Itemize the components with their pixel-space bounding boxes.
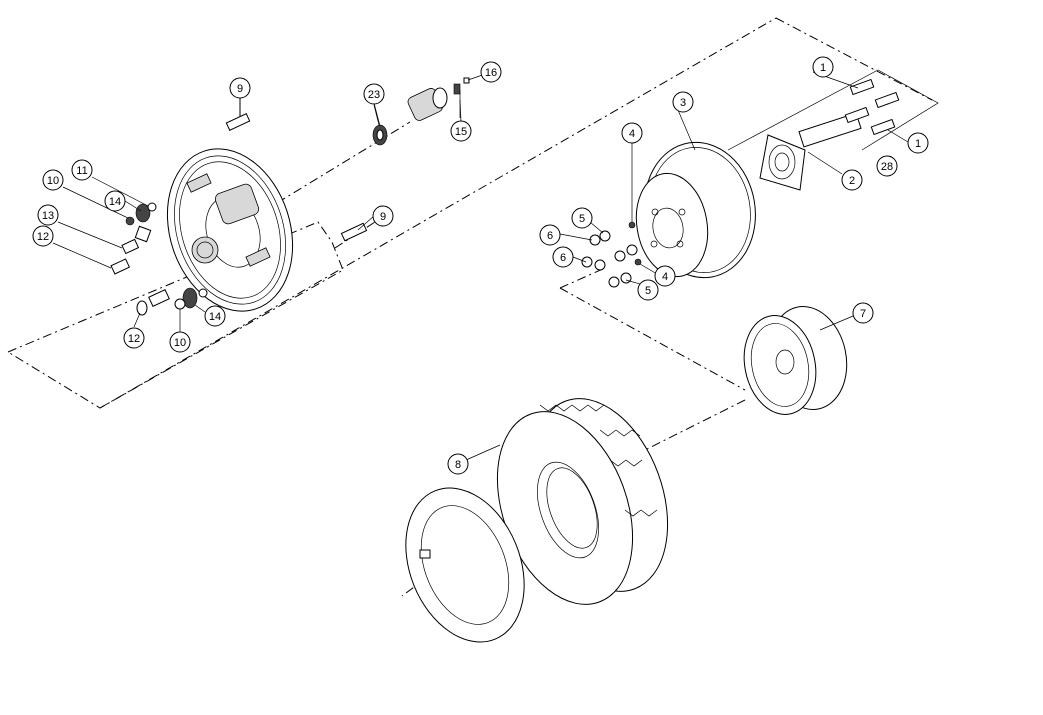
callout-label: 13 — [42, 210, 54, 222]
callout-2: 2 — [841, 169, 863, 191]
callout-9: 9 — [229, 77, 251, 99]
callout-8: 8 — [447, 453, 469, 475]
wheel-studs-1 — [844, 78, 900, 136]
callout-15: 15 — [450, 120, 472, 142]
nuts-washers — [581, 221, 642, 288]
callout-circle — [169, 331, 191, 353]
callout-label: 1 — [915, 138, 921, 150]
callout-5: 5 — [571, 207, 593, 229]
callout-label: 6 — [560, 252, 566, 264]
callout-1: 1 — [812, 56, 834, 78]
callout-label: 5 — [579, 213, 585, 225]
brake-drum-3 — [635, 141, 756, 279]
callout-6: 6 — [539, 224, 561, 246]
callout-label: 28 — [881, 161, 893, 173]
callout-circle — [37, 204, 59, 226]
callout-circle — [32, 225, 54, 247]
callout-label: 10 — [174, 337, 186, 349]
callout-label: 9 — [237, 83, 243, 95]
callout-label: 6 — [547, 230, 553, 242]
small-parts-left — [110, 202, 208, 316]
brake-backing-plate — [166, 148, 294, 312]
assembly-outline-axle — [559, 267, 746, 391]
callout-label: 15 — [455, 126, 467, 138]
callout-10: 10 — [42, 169, 64, 191]
callout-label: 10 — [47, 175, 59, 187]
callout-label: 1 — [820, 62, 826, 74]
callout-13: 13 — [37, 204, 59, 226]
callout-5: 5 — [637, 279, 659, 301]
group-bracket-axle-studs — [727, 69, 939, 151]
callout-label: 14 — [109, 196, 121, 208]
callout-circle — [539, 224, 561, 246]
callout-4: 4 — [654, 265, 676, 287]
callout-label: 4 — [629, 128, 635, 140]
callout-14: 14 — [104, 190, 126, 212]
callout-circle — [876, 155, 898, 177]
callout-circle — [372, 205, 394, 227]
callout-10: 10 — [169, 331, 191, 353]
callout-circle — [812, 56, 834, 78]
callout-circle — [552, 246, 574, 268]
callout-label: 3 — [680, 97, 686, 109]
callout-14: 14 — [204, 305, 226, 327]
callout-7: 7 — [852, 302, 874, 324]
callout-circle — [104, 190, 126, 212]
callout-16: 16 — [480, 61, 502, 83]
callout-circle — [480, 61, 502, 83]
tire-8 — [496, 398, 669, 605]
axle-flange-2 — [759, 112, 862, 191]
callout-circle — [654, 265, 676, 287]
callout-circle — [672, 91, 694, 113]
callout-3: 3 — [672, 91, 694, 113]
callout-circle — [841, 169, 863, 191]
callout-label: 2 — [849, 175, 855, 187]
callout-23: 23 — [363, 83, 385, 105]
callout-label: 16 — [485, 67, 497, 79]
callout-label: 7 — [860, 308, 866, 320]
callout-label: 4 — [662, 271, 668, 283]
callout-circle — [123, 327, 145, 349]
callout-28: 28 — [876, 155, 898, 177]
callout-circle — [907, 132, 929, 154]
callout-9: 9 — [372, 205, 394, 227]
callout-label: 12 — [37, 231, 49, 243]
callout-circle — [363, 83, 385, 105]
inner-tube — [405, 487, 525, 643]
callout-12: 12 — [32, 225, 54, 247]
callout-circle — [621, 122, 643, 144]
callout-label: 8 — [455, 459, 461, 471]
bolt-9-upper — [225, 98, 251, 131]
callout-label: 5 — [645, 285, 651, 297]
callout-circle — [447, 453, 469, 475]
callout-6: 6 — [552, 246, 574, 268]
callout-circle — [229, 77, 251, 99]
callout-label: 14 — [209, 311, 221, 323]
callout-label: 11 — [76, 165, 87, 177]
hub-cap — [407, 77, 470, 121]
callout-12: 12 — [123, 327, 145, 349]
callout-circle — [637, 279, 659, 301]
wheel-rim-7 — [743, 306, 848, 415]
callout-circle — [571, 207, 593, 229]
callout-circle — [204, 305, 226, 327]
callout-label: 9 — [380, 211, 386, 223]
callout-4: 4 — [621, 122, 643, 144]
callout-circle — [42, 169, 64, 191]
callout-label: 12 — [128, 333, 140, 345]
callout-1: 1 — [907, 132, 929, 154]
callout-label: 23 — [368, 89, 380, 101]
callout-circle — [71, 159, 93, 181]
callout-circle — [852, 302, 874, 324]
callout-circle — [450, 120, 472, 142]
callout-11: 11 — [71, 159, 93, 181]
